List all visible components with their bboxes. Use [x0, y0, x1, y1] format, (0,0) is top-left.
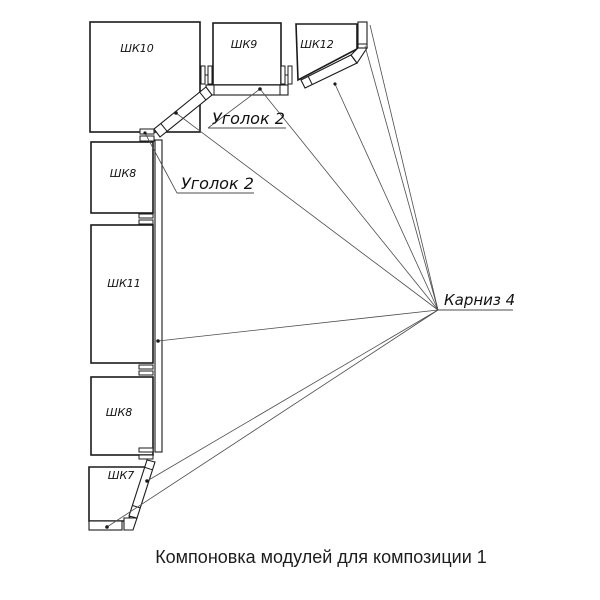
- bracket-bar: [138, 454, 154, 460]
- leader-dot: [333, 82, 337, 86]
- strip-joint-line: [307, 76, 313, 85]
- strip-joint-line: [132, 505, 141, 509]
- callout-leader-line: [207, 88, 261, 129]
- leader-line: [364, 45, 439, 311]
- cabinet-shk8-top-label: ШК8: [110, 167, 137, 180]
- bracket-bar: [287, 65, 293, 85]
- callout-corner-left: Уголок 2: [144, 132, 254, 194]
- cornice-leader-lines: [106, 24, 439, 528]
- bracket-shk8-shk11: [138, 213, 154, 225]
- leader-line: [157, 309, 439, 342]
- leader-line: [106, 309, 439, 528]
- cabinet-shk10-label: ШК10: [120, 42, 154, 55]
- leader-line: [369, 24, 439, 311]
- callout-cornice: Карниз 4: [438, 291, 515, 311]
- leader-line: [175, 112, 439, 311]
- bracket-bar: [200, 65, 206, 85]
- cornice-strip-bottom-shk7: [88, 520, 123, 531]
- callout-leader-line: [144, 132, 178, 194]
- callout-corner-top: Уголок 2: [207, 88, 286, 129]
- callout-corner-top-label: Уголок 2: [212, 109, 285, 128]
- connector-brackets: [138, 65, 293, 460]
- cabinet-shk8-bottom-label: ШК8: [106, 406, 133, 419]
- bracket-bar: [138, 364, 154, 370]
- cornice-strip-right-shk12: [357, 21, 368, 49]
- leader-dot: [156, 339, 160, 343]
- callout-cornice-label: Карниз 4: [444, 291, 515, 309]
- leader-dot: [145, 479, 149, 483]
- cornice-strip-under-shk9: [205, 84, 289, 96]
- bracket-shk11-shk8: [138, 364, 154, 376]
- cabinet-shk8-top-outline: [90, 141, 154, 214]
- leader-dot: [143, 131, 147, 135]
- leader-dot: [258, 87, 262, 91]
- bracket-corner-left: [139, 128, 155, 142]
- cabinet-shk12-label: ШК12: [300, 38, 334, 51]
- bracket-bar: [138, 447, 154, 453]
- bracket-shk9-shk12: [280, 65, 293, 85]
- cabinet-shk9-outline: [212, 22, 282, 86]
- bracket-bar: [280, 65, 286, 85]
- leader-line: [259, 88, 439, 311]
- cornice-strip-diagonal-shk10: [153, 86, 213, 138]
- bracket-shk10-shk9: [200, 65, 213, 85]
- leader-line: [146, 309, 439, 482]
- leader-line: [334, 83, 439, 311]
- cabinet-shk8-bottom-outline: [90, 376, 154, 456]
- bracket-bar: [207, 65, 213, 85]
- leader-dot: [174, 111, 178, 115]
- leader-dot: [105, 525, 109, 529]
- bracket-bar: [138, 213, 154, 219]
- cabinet-shk11-outline: [90, 224, 154, 364]
- drawing-caption: Компоновка модулей для композиции 1: [155, 547, 487, 567]
- cabinet-shk11-label: ШК11: [107, 277, 141, 290]
- bracket-bar: [139, 128, 155, 135]
- cornice-corner-shk7: [123, 517, 138, 531]
- bracket-bar: [138, 219, 154, 225]
- module-labels: ШК10 ШК9 ШК12 ШК8 ШК11 ШК8 ШК7: [106, 38, 334, 482]
- cabinets: [88, 21, 358, 522]
- bracket-shk8-shk7: [138, 447, 154, 460]
- cornice-strips: [88, 21, 369, 531]
- cabinet-shk7-label: ШК7: [108, 469, 135, 482]
- leader-dots: [105, 82, 337, 529]
- cabinet-shk9-label: ШК9: [231, 38, 258, 51]
- strip-joint-line: [199, 91, 207, 101]
- callout-corner-left-label: Уголок 2: [181, 174, 254, 193]
- cornice-strip-vertical-left: [154, 139, 163, 453]
- bracket-bar: [138, 370, 154, 376]
- strip-joint-line: [160, 123, 168, 132]
- strip-joint-line: [144, 466, 153, 471]
